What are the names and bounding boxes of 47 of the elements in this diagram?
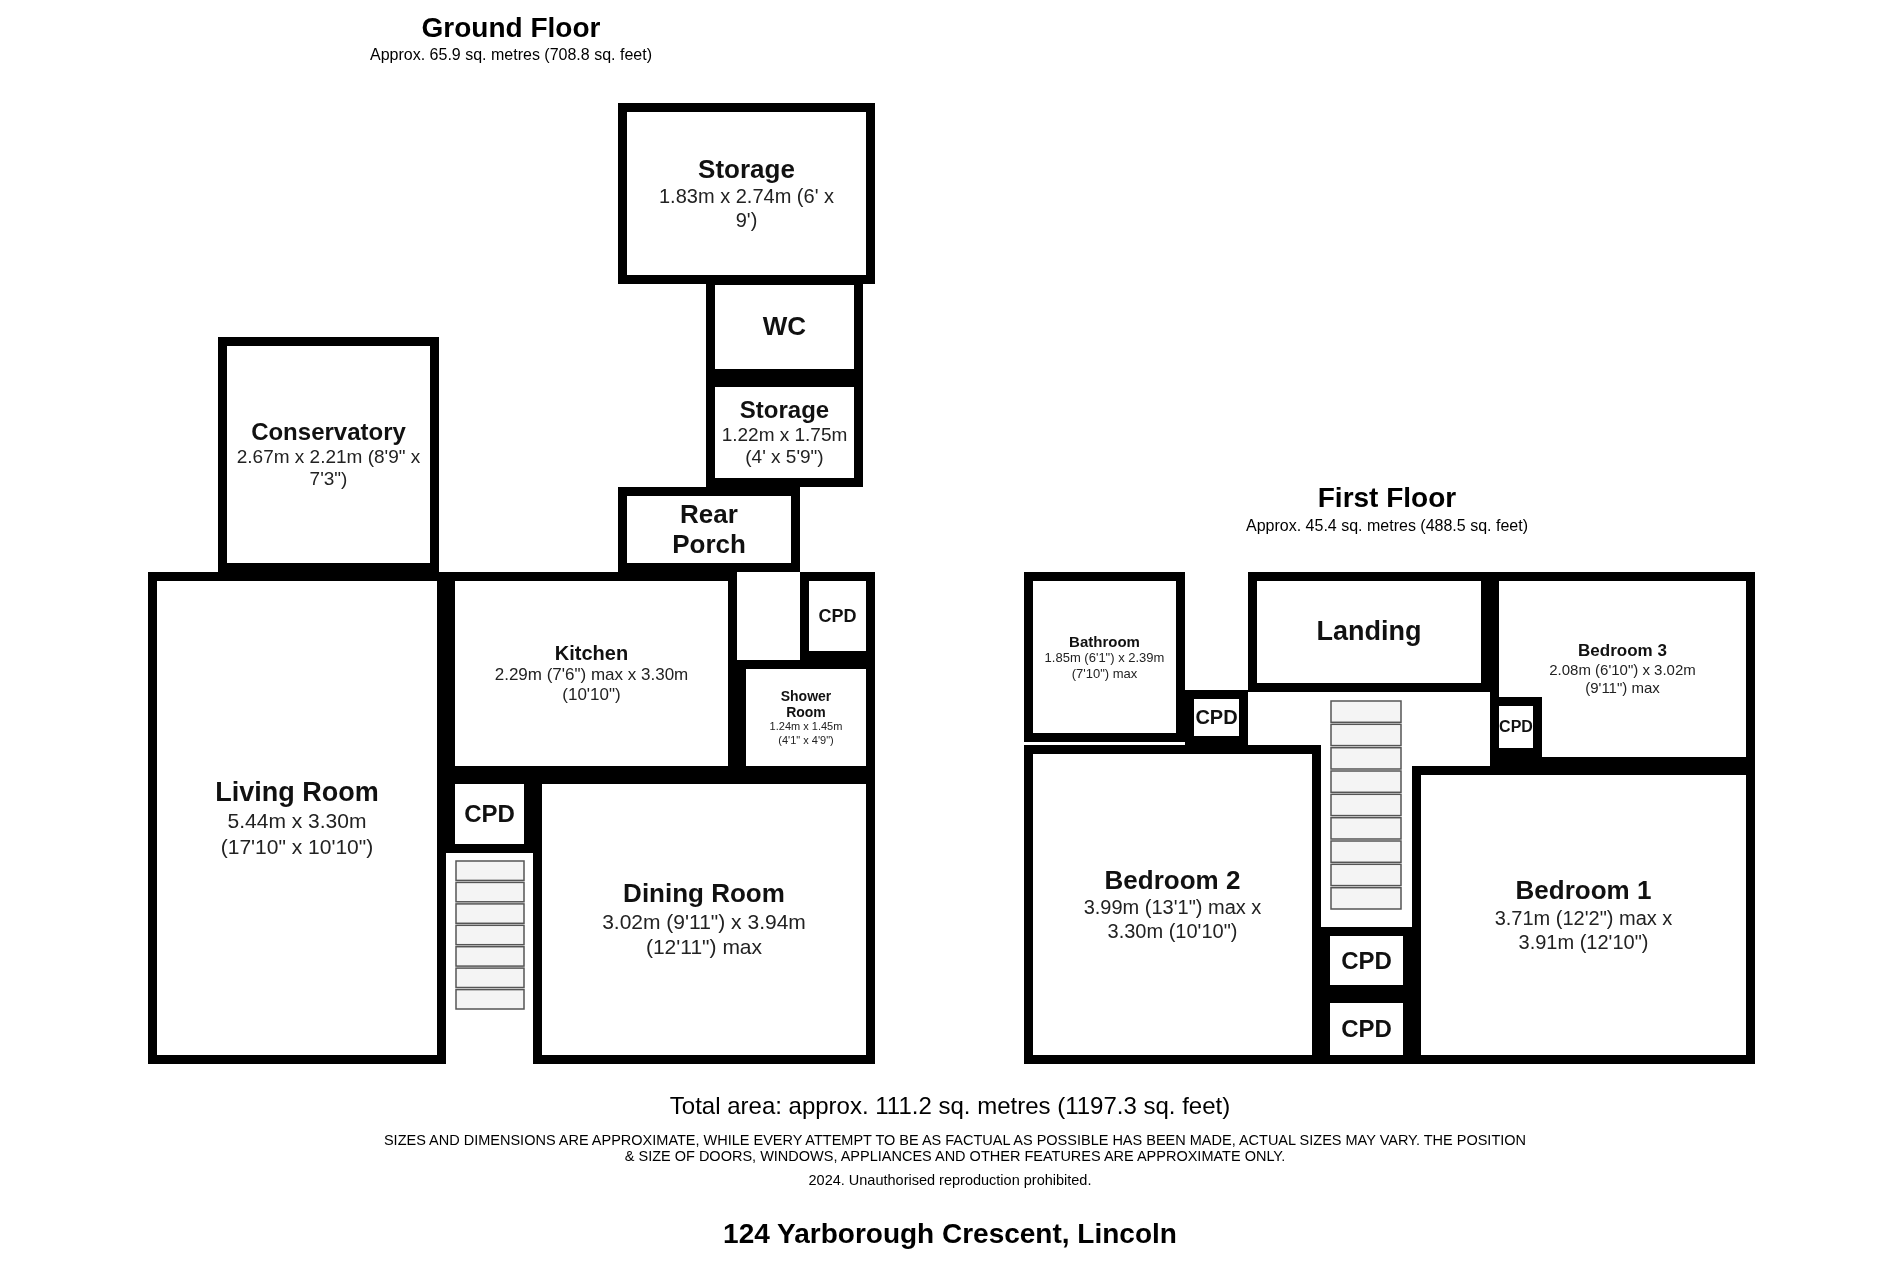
room-name: CPD: [1499, 717, 1533, 737]
room-name: Conservatory: [251, 417, 406, 446]
room: [1024, 572, 1185, 742]
room-dimensions: 5.44m x 3.30m (17'10" x 10'10"): [219, 808, 375, 859]
room: [1248, 572, 1490, 692]
room-name: Shower Room: [779, 688, 833, 721]
room-name: Rear Porch: [671, 499, 747, 560]
room: [1412, 766, 1755, 1064]
room-dimensions: 2.29m (7'6") max x 3.30m (10'10"): [493, 664, 690, 706]
room-dimensions: 1.83m x 2.74m (6' x 9'): [658, 184, 835, 233]
room-name: Bedroom 2: [1104, 865, 1241, 896]
room: [1024, 745, 1321, 1064]
room-name: CPD: [1341, 1015, 1392, 1043]
room-dimensions: 2.08m (6'10") x 3.02m (9'11") max: [1548, 660, 1697, 697]
floor-title: Ground Floor: [420, 12, 602, 44]
room-name: Dining Room: [623, 879, 785, 910]
room-name: Storage: [739, 395, 830, 424]
room-dimensions: 2.67m x 2.21m (8'9" x 7'3"): [235, 445, 422, 492]
room-name: Bedroom 3: [1578, 641, 1667, 661]
disclaimer: SIZES AND DIMENSIONS ARE APPROXIMATE, WHILE EVERY ATTEMPT TO BE AS FACTUAL AS POSSIBLE HAS BEEN MADE, ACTUAL SIZES MAY VARY. THE POSITION & SIZE OF DOORS, WINDOWS, APPLIANCES AND OTHER FEATURES ARE APPROXIMATE ONLY.: [382, 1132, 1528, 1164]
room: [618, 103, 875, 284]
room-name: CPD: [818, 605, 857, 627]
room-dimensions: 3.71m (12'2") max x 3.91m (12'10"): [1493, 905, 1674, 954]
room: [533, 775, 875, 1064]
room-name: CPD: [1195, 706, 1238, 729]
room-name: Bedroom 1: [1515, 876, 1652, 906]
room-dimensions: 3.99m (13'1") max x 3.30m (10'10"): [1082, 895, 1263, 944]
room-name: Kitchen: [554, 641, 629, 665]
room: [800, 572, 875, 660]
room-dimensions: 1.85m (6'1") x 2.39m (7'10") max: [1043, 650, 1166, 682]
room-dimensions: 3.02m (9'11") x 3.94m (12'11") max: [601, 909, 807, 960]
room-name: CPD: [1341, 946, 1392, 975]
room-name: Living Room: [215, 777, 379, 809]
floor-title: First Floor: [1316, 482, 1458, 514]
room-name: CPD: [464, 800, 515, 828]
address-caption: 124 Yarborough Crescent, Lincoln: [722, 1218, 1178, 1250]
total-area: Total area: approx. 111.2 sq. metres (1197.3 sq. feet): [500, 1092, 1400, 1120]
room-dimensions: 1.22m x 1.75m (4' x 5'9"): [720, 423, 849, 470]
room-name: Storage: [698, 154, 795, 185]
room-dimensions: 1.24m x 1.45m (4'1" x 4'9"): [768, 720, 844, 747]
floor-area: Approx. 45.4 sq. metres (488.5 sq. feet): [1137, 517, 1637, 535]
room-name: Landing: [1316, 616, 1422, 648]
room-name: WC: [762, 312, 807, 342]
room: [218, 337, 439, 572]
copyright-notice: 2024. Unauthorised reproduction prohibited.: [807, 1172, 1093, 1188]
room-name: Bathroom: [1069, 632, 1140, 651]
floor-area: Approx. 65.9 sq. metres (708.8 sq. feet): [311, 46, 711, 64]
